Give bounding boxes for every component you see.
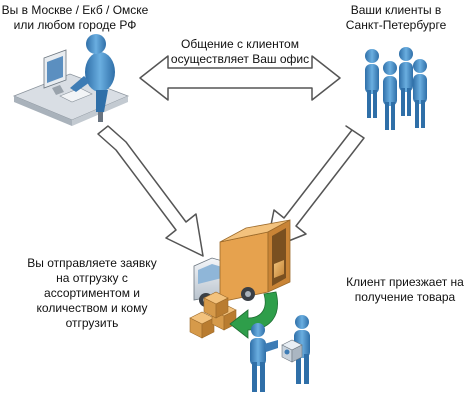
label-communication: Общение с клиентом осуществляет Ваш офис xyxy=(170,37,310,66)
label-moscow: Вы в Москве / Екб / Омске или любом горо… xyxy=(1,3,149,32)
label-client-pickup: Клиент приезжает на получение товара xyxy=(346,275,464,304)
label-order-request: Вы отправляете заявку на отгрузку с ассо… xyxy=(27,256,157,330)
label-spb-clients: Ваши клиенты в Санкт-Петербурге xyxy=(345,3,447,32)
loading-worker-icon xyxy=(250,323,278,392)
green-curved-arrow-icon xyxy=(229,291,278,339)
arrow-left-diagonal-icon xyxy=(97,125,204,257)
double-arrow-icon xyxy=(139,55,341,101)
client-receiving-icon xyxy=(281,315,310,384)
office-worker-icon xyxy=(12,34,130,126)
delivery-truck-icon xyxy=(193,219,291,307)
client-group-icon xyxy=(365,47,427,130)
